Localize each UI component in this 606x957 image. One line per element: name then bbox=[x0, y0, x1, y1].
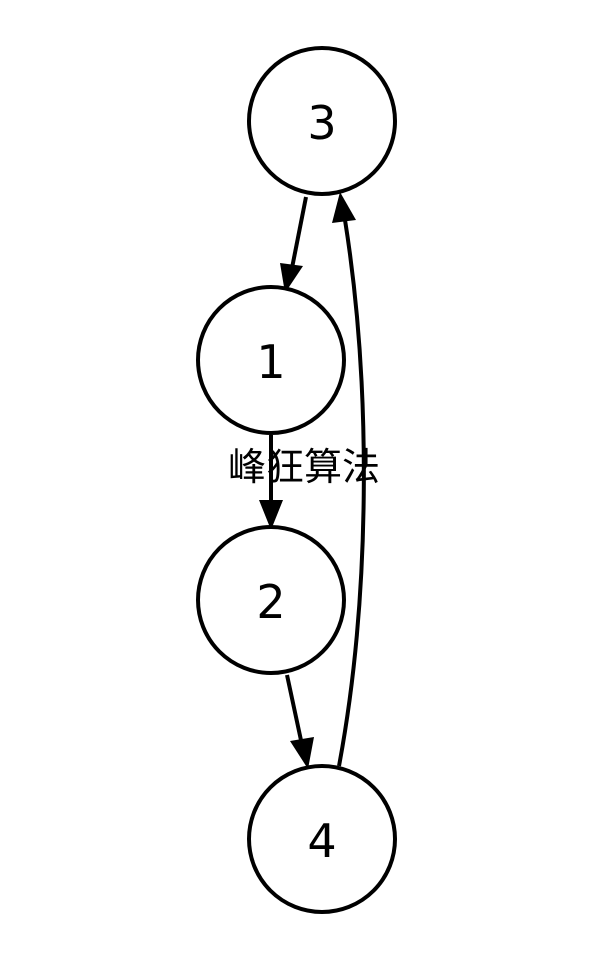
node-2-circle bbox=[196, 525, 346, 675]
watermark-text: 峰狂算法 bbox=[228, 445, 380, 489]
node-4-circle bbox=[247, 764, 397, 914]
node-3: 3 bbox=[247, 46, 397, 196]
node-1: 1 bbox=[196, 285, 346, 435]
node-2-label: 2 bbox=[256, 575, 285, 629]
edge-2-to-4 bbox=[285, 674, 314, 769]
node-4-label: 4 bbox=[307, 814, 336, 868]
node-1-label: 1 bbox=[256, 335, 285, 389]
edge-1-to-2 bbox=[259, 435, 283, 530]
node-3-circle bbox=[247, 46, 397, 196]
node-3-label: 3 bbox=[307, 96, 336, 150]
node-1-circle bbox=[196, 285, 346, 435]
node-4: 4 bbox=[247, 764, 397, 914]
edge-4-to-3 bbox=[332, 192, 366, 767]
edge-3-to-1 bbox=[280, 196, 308, 293]
node-2: 2 bbox=[196, 525, 346, 675]
